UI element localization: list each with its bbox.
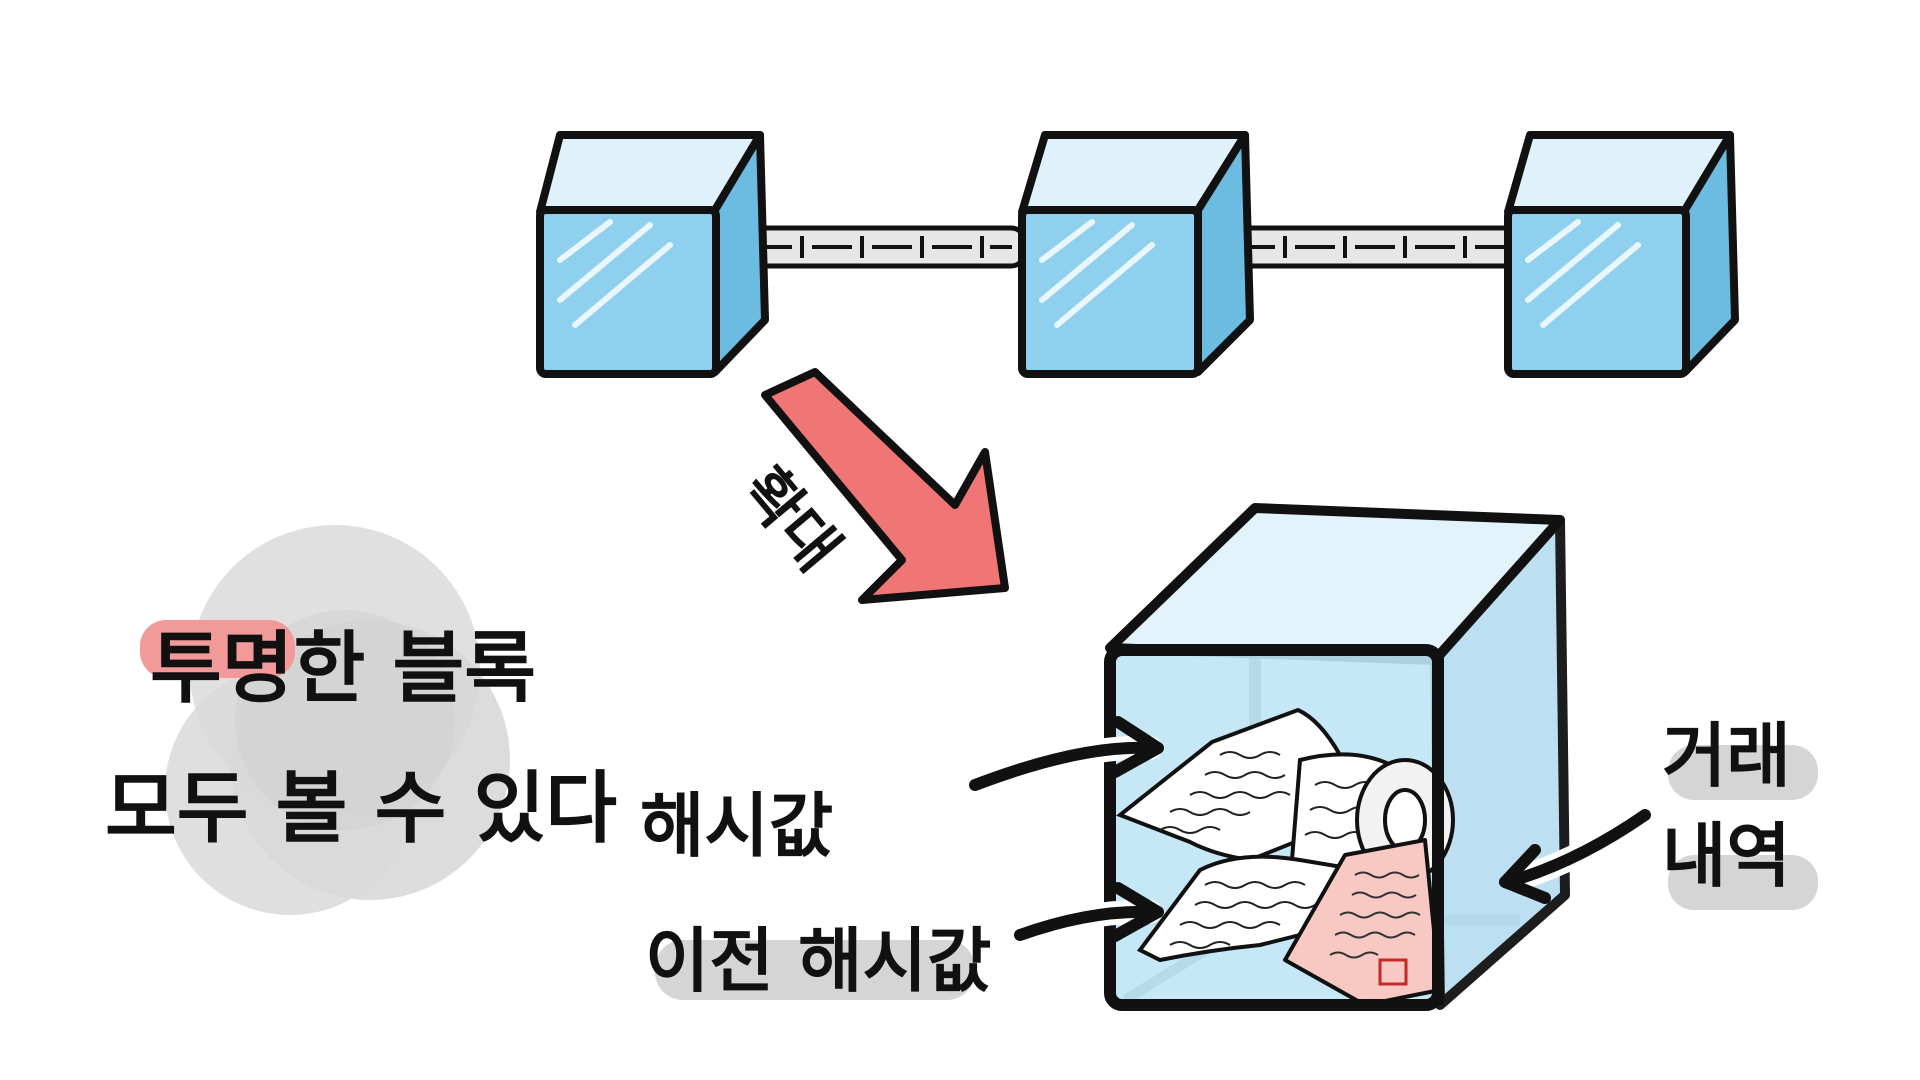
block-chain xyxy=(536,131,1739,378)
prev-hash-label-shadow xyxy=(655,940,975,1000)
chain-block-2 xyxy=(1018,131,1254,378)
chain-block-1 xyxy=(536,131,769,378)
transactions-label-line-1: 거래 xyxy=(1662,715,1791,797)
transaction-receipt xyxy=(1283,838,1442,1007)
caption-line-1-rest: 한 블록 xyxy=(294,624,536,714)
caption-line-1: 투명한 블록 xyxy=(150,624,536,714)
highlight-mark xyxy=(140,620,295,678)
transactions-label-line-2: 내역 xyxy=(1662,815,1791,897)
prev-hash-pointer-arrow xyxy=(1008,882,1164,947)
prev-hash-label: 이전 해시값 xyxy=(645,920,991,1002)
hash-label: 해시값 xyxy=(640,785,833,867)
zoom-arrow xyxy=(761,368,1009,604)
caption-line-2: 모두 볼 수 있다 xyxy=(105,764,617,854)
chain-block-3 xyxy=(1504,131,1739,378)
transactions-label-shadow-2 xyxy=(1668,855,1818,910)
transactions-pointer-arrow xyxy=(1499,803,1657,904)
chain-link-2 xyxy=(1215,225,1521,269)
chain-link-1 xyxy=(732,225,1028,269)
transactions-label-shadow-1 xyxy=(1668,745,1818,800)
caption-background xyxy=(165,525,510,915)
caption-highlight-word: 투명 xyxy=(150,624,294,714)
hash-pointer-arrow xyxy=(963,716,1164,797)
